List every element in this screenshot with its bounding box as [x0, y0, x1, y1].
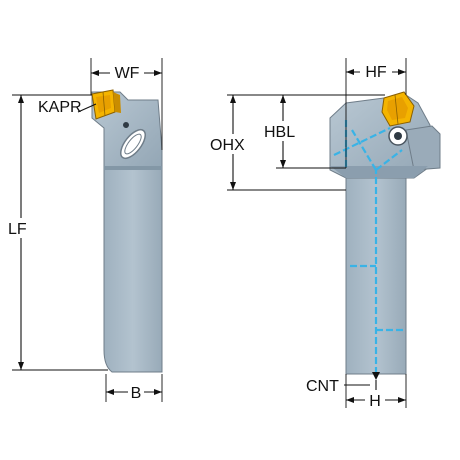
label-wf: WF: [115, 65, 140, 82]
left-shank: [103, 149, 163, 373]
dimension-kapr: KAPR: [38, 99, 97, 116]
dimension-cnt: CNT: [306, 372, 380, 395]
label-kapr: KAPR: [38, 99, 82, 116]
dimension-hbl: HBL: [262, 95, 346, 169]
dimension-hf: HF: [345, 58, 407, 168]
dimension-lf: LF: [8, 94, 108, 371]
label-hf: HF: [365, 64, 387, 81]
label-hbl: HBL: [264, 124, 295, 141]
dimension-wf: WF: [90, 58, 163, 150]
left-view: [91, 89, 163, 373]
dimension-ohx: OHX: [210, 94, 385, 191]
left-head-band: [104, 166, 162, 170]
dimension-h: H: [345, 374, 407, 410]
label-ohx: OHX: [210, 137, 245, 154]
label-cnt: CNT: [306, 378, 339, 395]
right-head-wing: [405, 125, 441, 171]
clamp-lever: [120, 122, 146, 160]
dimension-b: B: [105, 374, 163, 402]
right-clamp-screw: [388, 126, 408, 146]
label-b: B: [131, 385, 142, 402]
left-insert: [91, 89, 121, 120]
right-head-band: [330, 166, 428, 178]
right-view: [329, 91, 441, 375]
label-lf: LF: [8, 221, 27, 238]
label-h: H: [369, 393, 381, 410]
right-insert: [381, 91, 415, 127]
